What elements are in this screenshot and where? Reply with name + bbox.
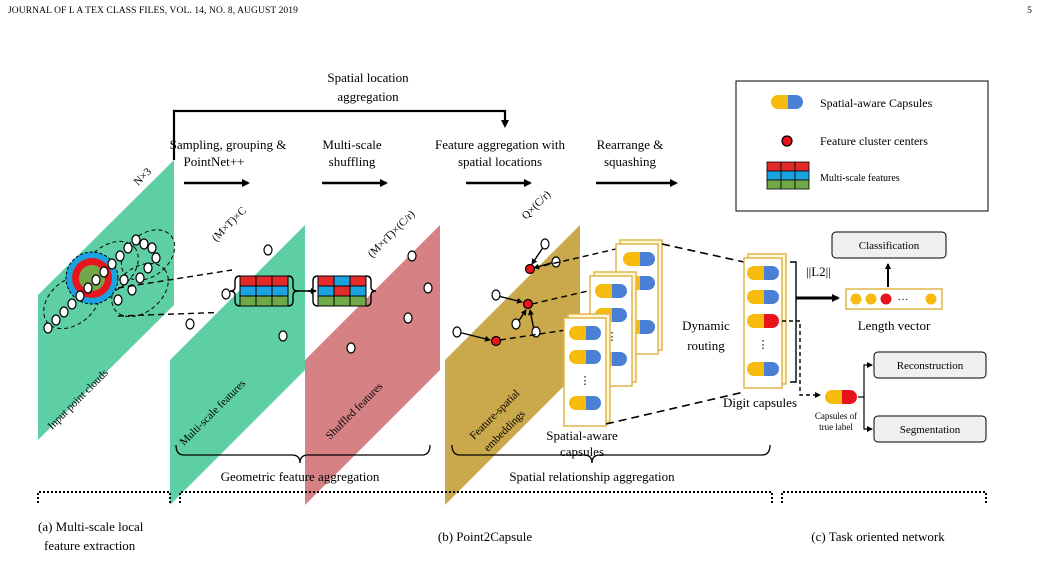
svg-text:⋮: ⋮ — [580, 375, 591, 387]
svg-text:···: ··· — [898, 294, 909, 306]
section-brackets — [37, 491, 987, 503]
legend-grid-icon — [766, 161, 810, 190]
legend-box: Spatial-aware Capsules Feature cluster c… — [735, 80, 989, 212]
true-label-2: true label — [819, 422, 853, 432]
step-aggregation-2: spatial locations — [458, 154, 542, 169]
top-label-line1: Spatial location — [327, 70, 409, 85]
digit-capsules-label: Digit capsules — [723, 395, 797, 410]
step-rearrange-2: squashing — [604, 154, 657, 169]
step-labels: Sampling, grouping & PointNet++ Multi-sc… — [170, 137, 678, 187]
svg-text:Classification: Classification — [859, 240, 920, 252]
legend-centers: Feature cluster centers — [820, 134, 928, 148]
step-rearrange-1: Rearrange & — [597, 137, 664, 152]
top-label-line2: aggregation — [337, 89, 399, 104]
svg-text:Reconstruction: Reconstruction — [897, 360, 964, 372]
svg-text:⋮: ⋮ — [607, 331, 618, 343]
spatial-caps-label-1: Spatial-aware — [546, 428, 618, 443]
classification-box: Classification — [831, 231, 947, 259]
dim-embeddings: Q×(C/r) — [520, 188, 554, 222]
bottom-braces — [175, 444, 771, 464]
capsule-icon — [623, 252, 655, 266]
brace-spatial: Spatial relationship aggregation — [509, 469, 675, 484]
legend-multiscale: Multi-scale features — [820, 173, 900, 184]
dim-multiscale: (M×T)×C — [210, 205, 249, 244]
spatial-location-aggregation: Spatial location aggregation — [172, 70, 509, 160]
dynamic-routing-2: routing — [687, 338, 725, 353]
multiscale-features-plane: (M×T)×C Multi-scale features — [170, 205, 317, 505]
shuffled-features-plane: (M×rT)×(C/r) Shuffled features — [305, 208, 440, 505]
segmentation-box: Segmentation — [873, 415, 987, 443]
caption-c: (c) Task oriented network — [811, 529, 945, 544]
true-label-1: Capsules of — [815, 411, 857, 421]
length-vector-label: Length vector — [858, 318, 931, 333]
reconstruction-box: Reconstruction — [873, 351, 987, 379]
step-sampling-1: Sampling, grouping & — [170, 137, 287, 152]
caption-b: (b) Point2Capsule — [438, 529, 532, 544]
legend-center-icon — [781, 135, 793, 147]
digit-capsules: ⋮ Digit capsules — [723, 253, 797, 410]
brace-geometric: Geometric feature aggregation — [221, 469, 380, 484]
routing-lines — [605, 243, 745, 425]
caption-a-1: (a) Multi-scale local — [38, 519, 144, 534]
step-aggregation-1: Feature aggregation with — [435, 137, 565, 152]
svg-text:Segmentation: Segmentation — [900, 424, 961, 436]
legend-capsules: Spatial-aware Capsules — [820, 96, 933, 110]
journal-header: JOURNAL OF L A TEX CLASS FILES, VOL. 14,… — [8, 6, 298, 16]
true-label-path: Capsules of true label — [782, 320, 873, 432]
norm-label: ||L2|| — [806, 264, 831, 279]
step-sampling-2: PointNet++ — [184, 154, 245, 169]
dynamic-routing-1: Dynamic — [682, 318, 730, 333]
spatial-capsule-stacks: ⋮ ⋮ Spatial-aware capsules — [546, 239, 663, 459]
step-shuffling-2: shuffling — [329, 154, 376, 169]
svg-text:⋮: ⋮ — [758, 339, 769, 351]
step-shuffling-1: Multi-scale — [322, 137, 381, 152]
page-number: 5 — [1027, 6, 1032, 16]
spatial-caps-label-2: capsules — [560, 444, 604, 459]
length-vector: ··· Length vector — [845, 263, 943, 333]
embeddings-plane: Q×(C/r) Feature-spatial embeddings — [445, 188, 621, 505]
caption-a-2: feature extraction — [44, 538, 136, 553]
legend-capsule-icon — [771, 95, 803, 109]
